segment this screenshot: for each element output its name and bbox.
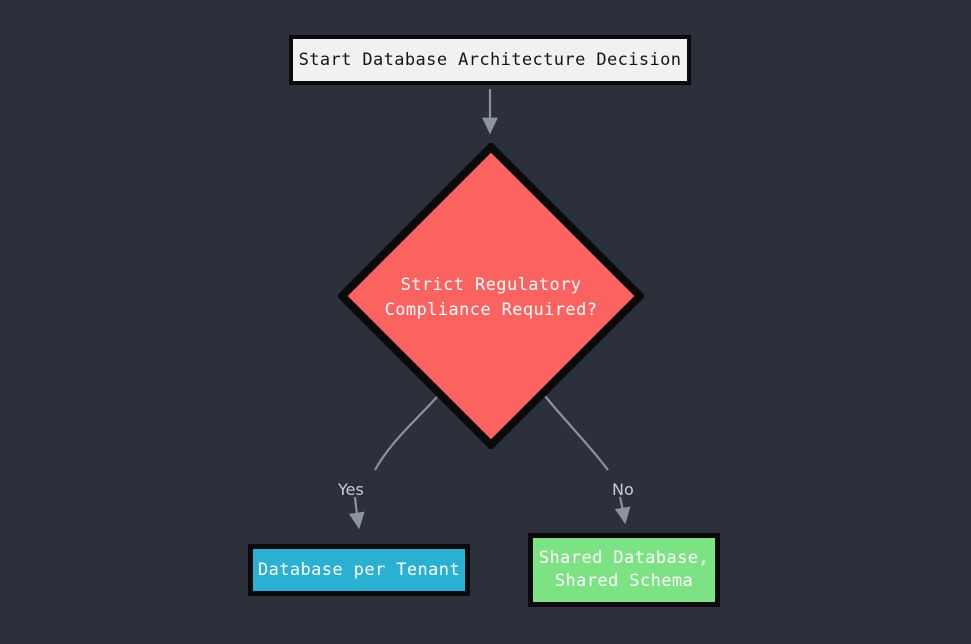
node-decision-strict-regulatory-compliance[interactable]: Strict Regulatory Compliance Required?	[338, 143, 644, 449]
node-outcome-shared-label: Shared Database, Shared Schema	[538, 547, 710, 591]
node-outcome-database-per-tenant[interactable]: Database per Tenant	[248, 544, 470, 596]
node-start-database-architecture-decision[interactable]: Start Database Architecture Decision	[289, 35, 691, 85]
node-start-label: Start Database Architecture Decision	[298, 49, 682, 70]
node-outcome-tenant-label: Database per Tenant	[257, 559, 461, 580]
node-decision-label: Strict Regulatory Compliance Required?	[384, 275, 598, 320]
edge-label-no: No	[612, 480, 634, 499]
node-outcome-shared-database-shared-schema[interactable]: Shared Database, Shared Schema	[528, 533, 720, 607]
edge-label-yes: Yes	[338, 480, 364, 499]
diamond-shape-icon	[338, 143, 644, 449]
